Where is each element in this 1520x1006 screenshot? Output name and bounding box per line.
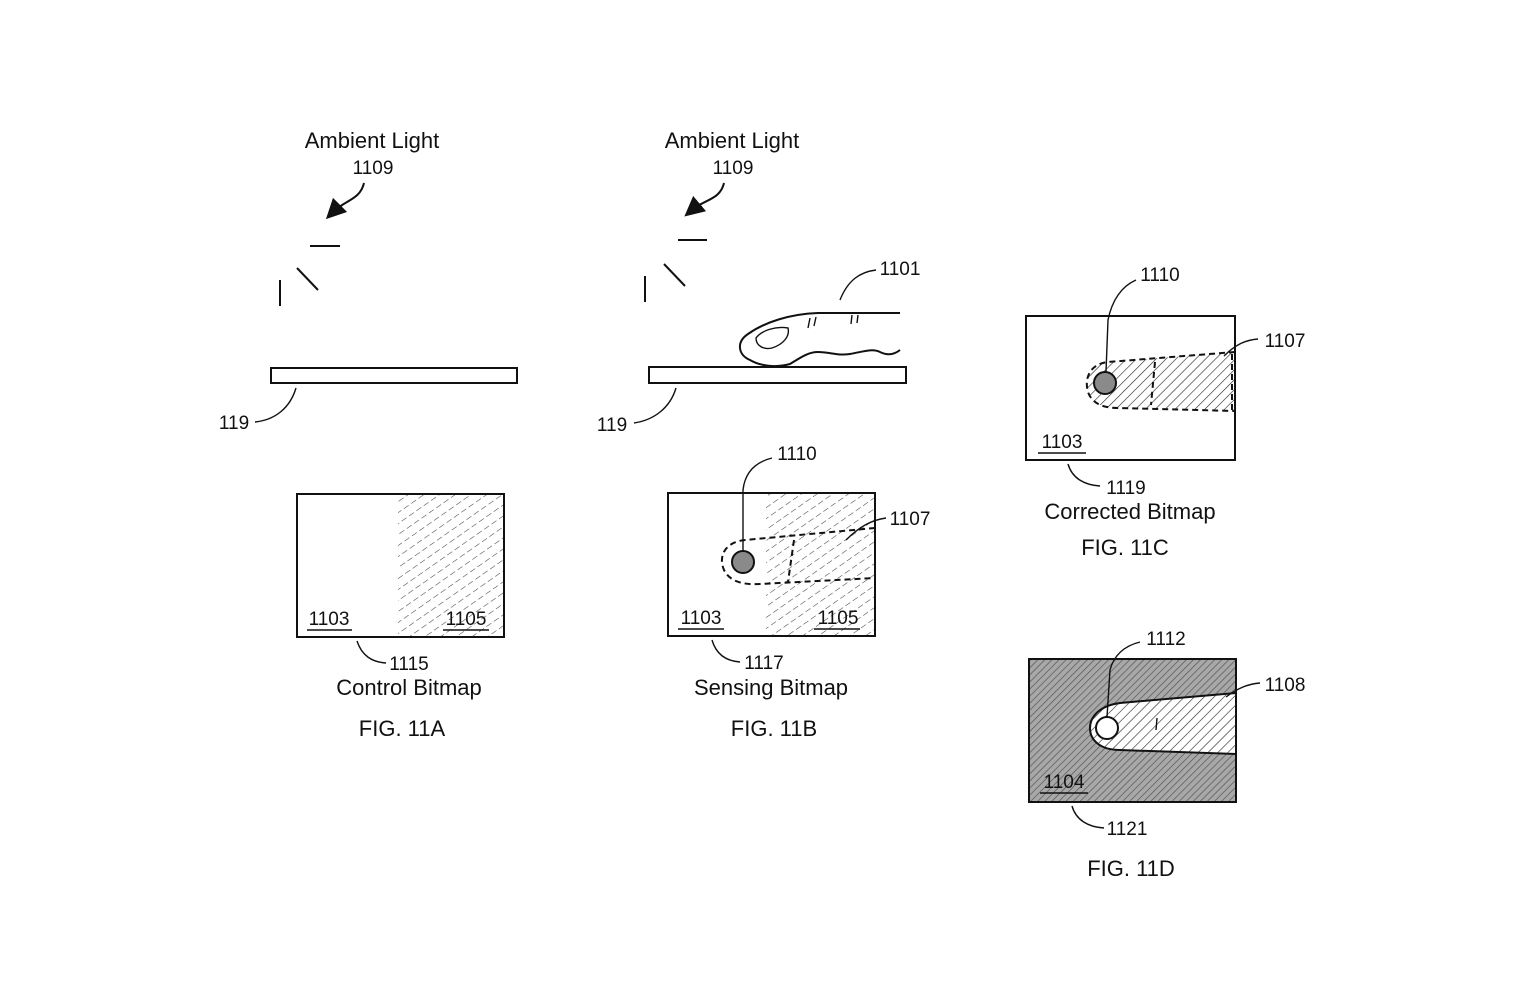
fig-c-label: FIG. 11C [1081, 535, 1169, 560]
fig-b-finger [739, 312, 901, 368]
fig-b-finger-crease-4 [856, 314, 859, 324]
fig-b-bitmap-leader [711, 639, 741, 663]
fig-c-bitmap-leader [1067, 463, 1101, 487]
fig-11d: 1112 1108 1104 1121 FIG. 11D [1028, 629, 1306, 881]
fig-d-shadow-leader [1225, 682, 1261, 698]
fig-b-caption: Sensing Bitmap [694, 675, 848, 700]
fig-b-touch-spot [731, 550, 755, 574]
fig-b-light-ray-2 [663, 263, 686, 287]
fig-a-right-region [398, 494, 504, 637]
fig-b-region-left-ref: 1103 [681, 608, 722, 629]
fig-c-shadow-ref: 1107 [1265, 331, 1306, 352]
fig-c-shadow-leader [1223, 338, 1259, 357]
fig-b-surface-ref: 119 [597, 415, 627, 436]
fig-a-surface [270, 367, 518, 384]
fig-11b: Ambient Light 1109 1101 119 1110 1107 11… [597, 128, 931, 741]
fig-b-title: Ambient Light [665, 128, 800, 153]
fig-b-finger-ref: 1101 [880, 259, 921, 280]
fig-a-light-arrow [325, 182, 365, 220]
fig-b-shadow-outline [720, 527, 876, 586]
fig-c-touch-ref: 1110 [1140, 265, 1179, 286]
fig-b-touch-leader [742, 457, 773, 551]
fig-a-region-left-ref: 1103 [309, 609, 350, 630]
fig-d-bitmap-leader [1071, 805, 1105, 829]
fig-d-touch-ref: 1112 [1146, 629, 1185, 650]
fig-a-surface-ref: 119 [219, 413, 249, 434]
fig-b-surface [648, 366, 907, 384]
fig-a-light-ray-2 [296, 267, 319, 291]
fig-a-bitmap-leader [356, 640, 387, 664]
fig-b-region-right-ref: 1105 [818, 608, 859, 629]
fig-c-shadow [1085, 350, 1236, 413]
fig-b-shadow-ref: 1107 [890, 509, 931, 530]
fig-c-touch-spot [1093, 371, 1117, 395]
fig-c-touch-leader [1105, 279, 1137, 373]
fig-b-bitmap-ref: 1117 [744, 653, 783, 674]
fig-b-touch-ref: 1110 [777, 444, 816, 465]
fig-b-bitmap [667, 492, 876, 637]
fig-11c: 1110 1107 1103 1119 Corrected Bitmap FIG… [1025, 265, 1306, 560]
fig-b-finger-crease-3 [850, 314, 853, 325]
fig-d-label: FIG. 11D [1087, 856, 1175, 881]
fig-b-shadow-leader [845, 517, 887, 541]
fig-d-shadow-ref: 1108 [1265, 675, 1306, 696]
fig-d-touch-leader [1106, 641, 1141, 718]
fig-d-region-ref: 1104 [1044, 772, 1085, 793]
fig-d-finger-mark [1155, 717, 1158, 731]
fig-d-touch-spot [1095, 716, 1119, 740]
fig-d-bitmap-ref: 1121 [1107, 819, 1148, 840]
fig-b-finger-nail [755, 326, 790, 350]
fig-b-right-region [766, 493, 875, 636]
fig-b-label: FIG. 11B [731, 716, 817, 741]
fig-a-caption: Control Bitmap [336, 675, 482, 700]
fig-c-bitmap-ref: 1119 [1106, 478, 1145, 499]
fig-b-light-arrow [684, 182, 725, 217]
fig-b-finger-leader [839, 269, 877, 301]
fig-a-bitmap [296, 493, 505, 638]
fig-11a: Ambient Light 1109 119 1103 1105 1115 Co… [219, 128, 518, 741]
fig-b-shadow-divider [787, 539, 795, 583]
fig-a-bitmap-ref: 1115 [389, 654, 428, 675]
fig-b-light-ref: 1109 [713, 158, 754, 179]
fig-d-finger-hatch [1090, 693, 1236, 754]
fig-c-shadow-divider [1150, 361, 1156, 406]
fig-c-region-ref: 1103 [1042, 432, 1083, 453]
fig-a-label: FIG. 11A [359, 716, 446, 741]
fig-b-finger-crease-2 [813, 316, 817, 327]
fig-a-region-right-ref: 1105 [446, 609, 487, 630]
fig-a-light-ref: 1109 [353, 158, 394, 179]
fig-a-title: Ambient Light [305, 128, 440, 153]
fig-b-finger-crease-1 [807, 317, 811, 329]
fig-a-surface-leader [254, 387, 297, 423]
fig-c-caption: Corrected Bitmap [1044, 499, 1215, 524]
fig-b-surface-leader [633, 387, 677, 424]
